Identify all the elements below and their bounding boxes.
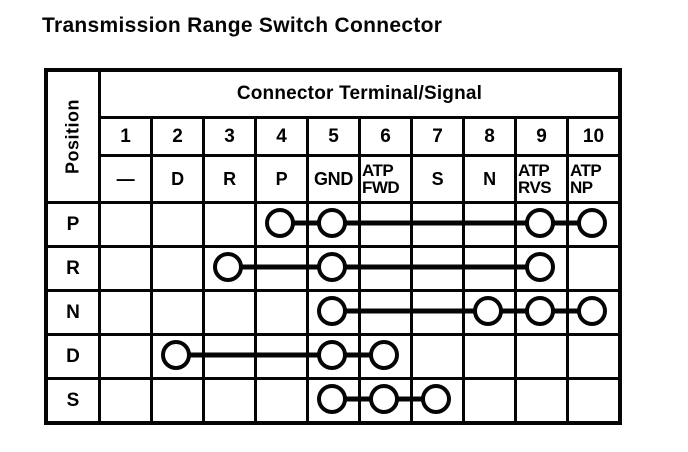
terminal-number-3: 3 (202, 116, 254, 154)
position-column-label: Position (62, 99, 83, 174)
matrix-cell-R-6 (358, 245, 410, 289)
matrix-cell-N-2 (150, 289, 202, 333)
terminal-number-1: 1 (98, 116, 150, 154)
matrix-cell-S-10 (566, 377, 618, 421)
signal-label-2: D (150, 154, 202, 201)
matrix-cell-N-9 (514, 289, 566, 333)
matrix-cell-D-10 (566, 333, 618, 377)
matrix-cell-P-7 (410, 201, 462, 245)
matrix-cell-S-4 (254, 377, 306, 421)
terminal-number-2: 2 (150, 116, 202, 154)
matrix-cell-D-5 (306, 333, 358, 377)
matrix-cell-R-2 (150, 245, 202, 289)
signal-label-7: S (410, 154, 462, 201)
signal-label-1: — (98, 154, 150, 201)
table-header: Connector Terminal/Signal (98, 72, 618, 116)
terminal-number-9: 9 (514, 116, 566, 154)
matrix-cell-P-4 (254, 201, 306, 245)
signal-label-5: GND (306, 154, 358, 201)
matrix-cell-P-2 (150, 201, 202, 245)
position-row-label-R: R (48, 245, 98, 289)
matrix-cell-P-3 (202, 201, 254, 245)
matrix-cell-P-5 (306, 201, 358, 245)
matrix-cell-P-8 (462, 201, 514, 245)
matrix-cell-N-8 (462, 289, 514, 333)
terminal-number-7: 7 (410, 116, 462, 154)
signal-label-3: R (202, 154, 254, 201)
terminal-number-6: 6 (358, 116, 410, 154)
matrix-cell-S-2 (150, 377, 202, 421)
page-title: Transmission Range Switch Connector (42, 14, 443, 37)
matrix-cell-P-9 (514, 201, 566, 245)
matrix-cell-S-5 (306, 377, 358, 421)
matrix-cell-D-6 (358, 333, 410, 377)
terminal-number-4: 4 (254, 116, 306, 154)
matrix-cell-N-3 (202, 289, 254, 333)
matrix-cell-S-3 (202, 377, 254, 421)
matrix-cell-D-4 (254, 333, 306, 377)
matrix-cell-N-6 (358, 289, 410, 333)
matrix-cell-N-7 (410, 289, 462, 333)
matrix-cell-R-4 (254, 245, 306, 289)
matrix-cell-D-9 (514, 333, 566, 377)
matrix-cell-D-3 (202, 333, 254, 377)
matrix-cell-S-9 (514, 377, 566, 421)
matrix-cell-N-1 (98, 289, 150, 333)
matrix-cell-D-1 (98, 333, 150, 377)
terminal-number-5: 5 (306, 116, 358, 154)
matrix-cell-P-6 (358, 201, 410, 245)
signal-label-8: N (462, 154, 514, 201)
signal-label-6: ATP FWD (358, 154, 410, 201)
matrix-cell-S-1 (98, 377, 150, 421)
signal-label-4: P (254, 154, 306, 201)
matrix-cell-R-9 (514, 245, 566, 289)
terminal-number-8: 8 (462, 116, 514, 154)
matrix-cell-P-10 (566, 201, 618, 245)
matrix-cell-R-3 (202, 245, 254, 289)
matrix-cell-N-4 (254, 289, 306, 333)
matrix-cell-S-8 (462, 377, 514, 421)
matrix-cell-R-10 (566, 245, 618, 289)
position-row-label-N: N (48, 289, 98, 333)
position-row-label-P: P (48, 201, 98, 245)
matrix-cell-D-8 (462, 333, 514, 377)
matrix-cell-S-6 (358, 377, 410, 421)
position-row-label-D: D (48, 333, 98, 377)
matrix-cell-R-1 (98, 245, 150, 289)
matrix-cell-D-7 (410, 333, 462, 377)
matrix-cell-D-2 (150, 333, 202, 377)
terminal-number-10: 10 (566, 116, 618, 154)
matrix-cell-P-1 (98, 201, 150, 245)
position-row-label-S: S (48, 377, 98, 421)
matrix-cell-N-5 (306, 289, 358, 333)
signal-label-9: ATP RVS (514, 154, 566, 201)
matrix-cell-S-7 (410, 377, 462, 421)
matrix-cell-R-7 (410, 245, 462, 289)
matrix-cell-N-10 (566, 289, 618, 333)
matrix-cell-R-8 (462, 245, 514, 289)
matrix-cell-R-5 (306, 245, 358, 289)
signal-label-10: ATP NP (566, 154, 618, 201)
